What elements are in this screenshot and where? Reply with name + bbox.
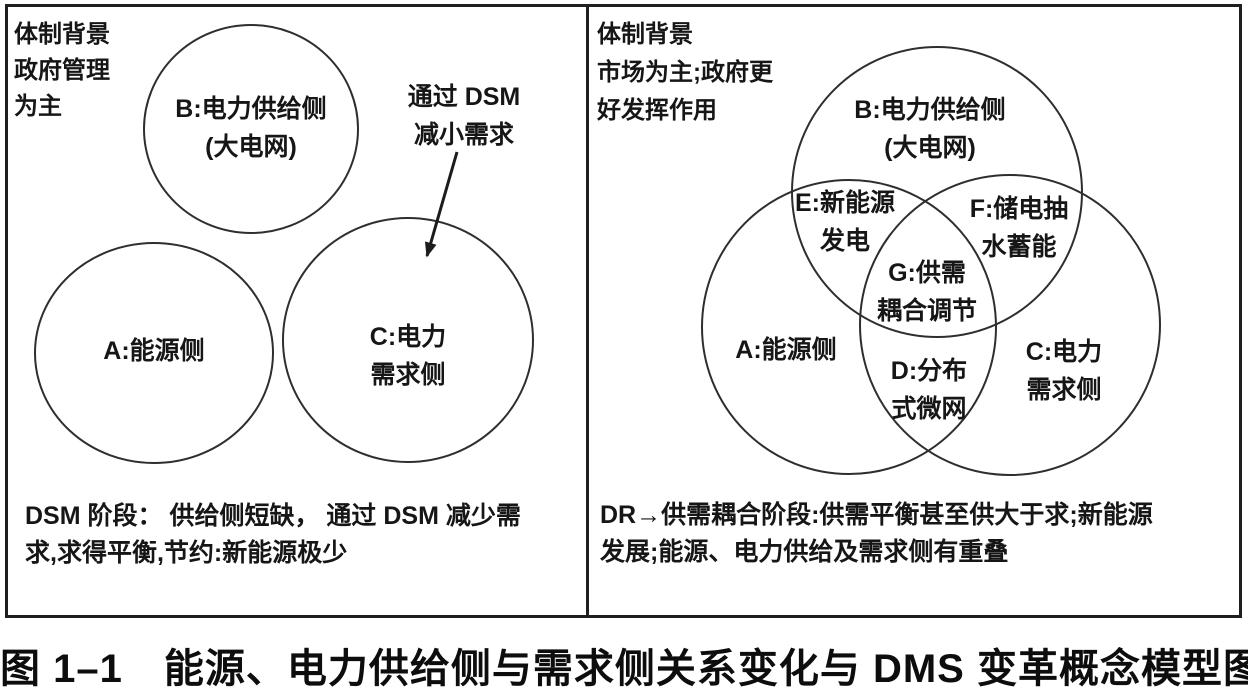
panel-divider <box>586 4 589 618</box>
left-panel-note-line1: DSM 阶段： 供给侧短缺， 通过 DSM 减少需 <box>25 502 521 530</box>
left-panel-note-line2: 求,求得平衡,节约:新能源极少 <box>25 539 348 567</box>
left-circle-c-label-line1: C:电力 <box>369 323 447 351</box>
left-circle-b-label: B:电力供给侧 (大电网) <box>175 90 326 166</box>
right-circle-c <box>859 174 1161 476</box>
left-context-line1: 体制背景 <box>14 21 110 48</box>
right-circle-c-label-line2: 需求侧 <box>1026 376 1102 404</box>
dsm-arrow <box>424 151 459 258</box>
region-g-label-line1: G:供需 <box>888 259 966 287</box>
left-circle-b-label-line1: B:电力供给侧 <box>175 95 327 123</box>
region-g-label-line2: 耦合调节 <box>876 297 978 325</box>
right-circle-b-label: B:电力供给侧 (大电网) <box>854 91 1005 167</box>
left-context-block: 体制背景 政府管理 为主 <box>14 17 110 125</box>
left-circle-c <box>282 217 534 463</box>
right-panel-note-line1: DR→供需耦合阶段:供需平衡甚至供大于求;新能源 <box>600 501 1153 529</box>
region-d-label-line1: D:分布 <box>890 357 968 385</box>
right-circle-c-label: C:电力 需求侧 <box>1026 333 1102 409</box>
left-panel-note: DSM 阶段： 供给侧短缺， 通过 DSM 减少需 求,求得平衡,节约:新能源极… <box>25 498 521 572</box>
region-g-label: G:供需 耦合调节 <box>877 254 977 330</box>
left-circle-b <box>143 24 359 234</box>
left-circle-b-label-line2: (大电网) <box>205 133 297 161</box>
right-circle-b-label-line1: B:电力供给侧 <box>854 96 1006 124</box>
dsm-annotation-line1: 通过 DSM <box>407 83 521 111</box>
right-panel-note-line2: 发展;能源、电力供给及需求侧有重叠 <box>600 538 1009 566</box>
right-circle-a-label: A:能源侧 <box>735 336 837 364</box>
left-circle-c-label: C:电力 需求侧 <box>370 318 446 394</box>
region-d-label-line2: 式微网 <box>891 395 967 423</box>
region-f-label: F:储电抽 水蓄能 <box>970 190 1069 266</box>
dsm-annotation: 通过 DSM 减小需求 <box>408 78 521 154</box>
right-circle-b-label-line2: (大电网) <box>884 134 976 162</box>
region-e-label: E:新能源 发电 <box>795 184 895 260</box>
region-f-label-line1: F:储电抽 <box>969 195 1069 223</box>
region-f-label-line2: 水蓄能 <box>981 233 1057 261</box>
figure-caption: 图 1–1 能源、电力供给侧与需求侧关系变化与 DMS 变革概念模型图 <box>0 647 1248 691</box>
right-context-block: 体制背景 市场为主;政府更 好发挥作用 <box>597 16 773 130</box>
left-context-line2: 政府管理 <box>14 57 110 84</box>
panel-frame <box>5 4 1242 618</box>
right-panel-note: DR→供需耦合阶段:供需平衡甚至供大于求;新能源 发展;能源、电力供给及需求侧有… <box>600 497 1153 571</box>
right-context-line3: 好发挥作用 <box>597 97 717 124</box>
left-context-line3: 为主 <box>14 93 62 120</box>
right-circle-c-label-line1: C:电力 <box>1025 338 1103 366</box>
region-e-label-line1: E:新能源 <box>794 189 896 217</box>
dsm-annotation-line2: 减小需求 <box>413 121 515 149</box>
left-circle-a <box>34 242 274 464</box>
right-context-line2: 市场为主;政府更 <box>597 59 773 86</box>
left-circle-c-label-line2: 需求侧 <box>370 361 446 389</box>
region-d-label: D:分布 式微网 <box>891 352 967 428</box>
region-e-label-line2: 发电 <box>819 227 871 255</box>
right-context-line1: 体制背景 <box>597 21 693 48</box>
right-circle-a <box>701 179 997 475</box>
left-circle-a-label: A:能源侧 <box>103 337 205 365</box>
